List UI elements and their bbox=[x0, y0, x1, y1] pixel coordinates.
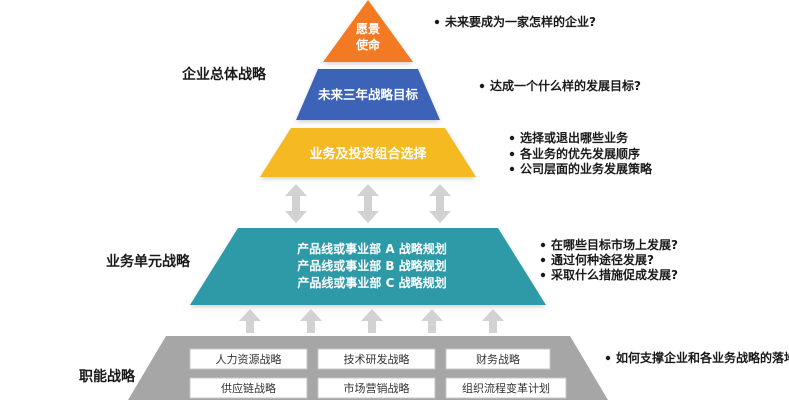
notes-business: 在哪些目标市场上发展? 通过何种途径发展? 采取什么措施促成发展? bbox=[540, 237, 678, 282]
up-arrow-icon bbox=[482, 309, 504, 333]
double-arrow-icon bbox=[429, 184, 451, 223]
functional-box-supply-chain-label: 供应链战略 bbox=[221, 381, 276, 395]
tier-vision: 愿景 使命 bbox=[323, 0, 413, 62]
note-business-2: 采取什么措施促成发展? bbox=[550, 267, 678, 282]
functional-box-supply-chain bbox=[189, 377, 308, 399]
functional-box-marketing bbox=[317, 377, 436, 399]
notes-goal: 达成一个什么样的发展目标? bbox=[479, 78, 641, 93]
note-functional-0: 如何支撑企业和各业务战略的落地 bbox=[616, 350, 789, 365]
bullet-dot bbox=[540, 257, 546, 263]
note-business-0: 在哪些目标市场上发展? bbox=[551, 237, 678, 252]
bullet-dot bbox=[540, 242, 546, 248]
up-arrow-icon bbox=[300, 309, 322, 333]
bullet-dot bbox=[509, 166, 515, 172]
bullet-dot bbox=[540, 272, 546, 278]
level-label-corporate: 企业总体战略 bbox=[181, 66, 267, 83]
bullet-dot bbox=[509, 151, 515, 157]
bullet-dot bbox=[479, 83, 485, 89]
business-unit-a-label: 产品线或事业部 A 战略规划 bbox=[297, 241, 447, 256]
portfolio-trapezoid bbox=[260, 128, 476, 177]
functional-box-finance-label: 财务战略 bbox=[476, 352, 520, 366]
functional-box-rnd bbox=[317, 348, 436, 370]
business-unit-b-label: 产品线或事业部 B 战略规划 bbox=[297, 258, 447, 273]
business-unit-trapezoid bbox=[190, 228, 546, 305]
functional-box-marketing-label: 市场营销战略 bbox=[344, 381, 410, 395]
bullet-dot bbox=[509, 135, 515, 141]
note-portfolio-2: 公司层面的业务发展策略 bbox=[520, 161, 653, 176]
tier-goal: 未来三年战略目标 bbox=[296, 69, 440, 120]
bullet-dot bbox=[434, 19, 440, 25]
double-arrow-icon bbox=[357, 184, 379, 223]
goal-label: 未来三年战略目标 bbox=[317, 87, 419, 102]
level-label-business-unit: 业务单元战略 bbox=[106, 253, 191, 270]
tier-functional: 人力资源战略 技术研发战略 财务战略 供应链战略 市场营销战略 组织流程变革计划 bbox=[128, 336, 608, 400]
functional-box-rnd-label: 技术研发战略 bbox=[344, 352, 410, 366]
portfolio-label: 业务及投资组合选择 bbox=[309, 146, 427, 162]
notes-functional: 如何支撑企业和各业务战略的落地 bbox=[605, 350, 789, 365]
mission-label: 使命 bbox=[355, 37, 381, 52]
functional-box-hr-label: 人力资源战略 bbox=[216, 352, 282, 366]
functional-box-org-process-label: 组织流程变革计划 bbox=[462, 381, 550, 395]
tier-portfolio: 业务及投资组合选择 bbox=[260, 128, 476, 177]
note-goal-0: 达成一个什么样的发展目标? bbox=[490, 78, 641, 93]
business-unit-c-label: 产品线或事业部 C 战略规划 bbox=[297, 275, 446, 290]
level-label-functional: 职能战略 bbox=[79, 368, 136, 385]
goal-trapezoid bbox=[296, 69, 440, 120]
vision-label: 愿景 bbox=[356, 22, 380, 36]
connector-arrows-upper bbox=[285, 184, 451, 223]
functional-box-finance bbox=[445, 348, 551, 370]
functional-box-hr bbox=[189, 348, 308, 370]
connector-arrows-lower bbox=[239, 309, 504, 333]
note-vision-0: 未来要成为一家怎样的企业? bbox=[444, 14, 596, 29]
note-portfolio-1: 各业务的优先发展顺序 bbox=[519, 146, 640, 161]
up-arrow-icon bbox=[421, 309, 443, 333]
up-arrow-icon bbox=[239, 309, 261, 333]
functional-box-org-process bbox=[445, 377, 567, 399]
notes-vision: 未来要成为一家怎样的企业? bbox=[434, 14, 596, 29]
notes-portfolio: 选择或退出哪些业务 各业务的优先发展顺序 公司层面的业务发展策略 bbox=[509, 130, 653, 176]
note-business-1: 通过何种途径发展? bbox=[551, 252, 654, 267]
up-arrow-icon bbox=[361, 309, 383, 333]
double-arrow-icon bbox=[285, 184, 307, 223]
vision-triangle bbox=[323, 0, 413, 62]
tier-business-unit: 产品线或事业部 A 战略规划 产品线或事业部 B 战略规划 产品线或事业部 C … bbox=[190, 228, 546, 305]
note-portfolio-0: 选择或退出哪些业务 bbox=[520, 130, 629, 145]
bullet-dot bbox=[605, 355, 611, 361]
